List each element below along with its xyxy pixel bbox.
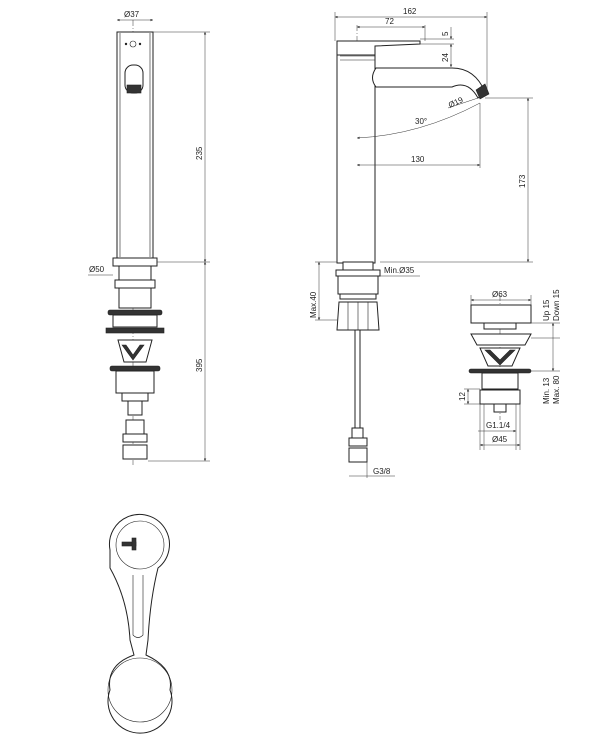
dim-aerator-diameter: Ø19 [447,95,465,110]
dim-spout-height: 173 [518,174,527,188]
waste-view: Ø63 Up 15 Down 15 Min. 13 Max. 80 12 G1.… [458,289,561,450]
dim-height-395: 395 [195,358,204,372]
dim-spout-reach: 130 [411,155,425,164]
dim-height-235: 235 [195,146,204,160]
dim-thickness-min: Min. 13 [542,377,551,404]
dim-body-diameter: Ø45 [492,435,508,444]
front-view: Ø37 235 395 Ø50 [88,10,210,465]
dim-travel-up: Up 15 [542,299,551,321]
dim-deck-max: Max.40 [309,291,318,318]
dim-lever-to-spout: 24 [441,53,450,62]
dim-hose-thread: G3/8 [373,467,391,476]
dim-thread: G1.1/4 [486,421,511,430]
side-view: 162 72 5 24 Ø19 30° 130 173 Min.Ø35 Max.… [309,7,533,478]
waste-cap [470,304,532,324]
dim-diameter-base: Ø50 [89,265,105,274]
dim-travel-down: Down 15 [552,289,561,321]
dim-lever-gap: 5 [441,31,450,36]
dim-lever-length: 72 [385,17,394,26]
spout [372,67,486,99]
dim-angle: 30° [415,117,427,126]
dim-diameter-top: Ø37 [124,10,140,19]
dim-hole-min: Min.Ø35 [384,266,415,275]
dim-nut-height: 12 [458,392,467,401]
dim-thickness-max: Max. 80 [552,375,561,404]
dim-overall-width: 162 [403,7,417,16]
lever [336,40,421,56]
faucet-body-side [336,40,376,264]
dim-cap-diameter: Ø63 [492,290,508,299]
top-view [107,513,173,734]
